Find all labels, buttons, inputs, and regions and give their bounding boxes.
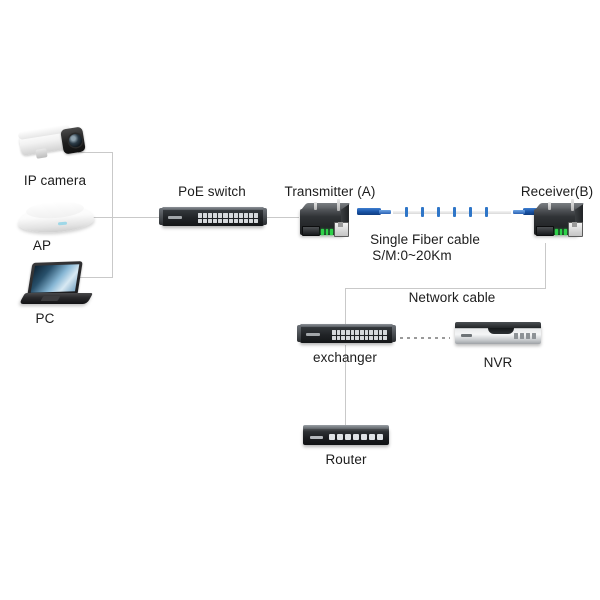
poe-switch-right-ear — [263, 208, 267, 225]
fiber-core-icon — [393, 210, 511, 214]
receiver-rj45-port-icon — [568, 222, 583, 237]
receiver-led-row-icon — [555, 229, 567, 235]
poe-switch-top-edge — [162, 207, 264, 210]
label-exchanger: exchanger — [313, 350, 377, 365]
fiber-clip-4 — [453, 207, 456, 217]
label-transmitter: Transmitter (A) — [284, 184, 376, 199]
fiber-clip-5 — [469, 207, 472, 217]
poe-switch-port-bank-icon — [198, 213, 258, 223]
exchanger-logo-icon — [306, 332, 320, 336]
link-ip-camera-to-bracket — [78, 152, 112, 153]
transmitter-rj45-port-icon — [334, 222, 349, 237]
device-router[interactable] — [303, 425, 389, 446]
camera-mount-icon — [35, 148, 48, 159]
device-access-point[interactable] — [17, 198, 98, 238]
bracket-vertical-left — [112, 152, 113, 278]
label-router: Router — [325, 452, 367, 467]
link-down-to-exchanger — [345, 288, 346, 325]
exchanger-right-ear — [392, 325, 396, 342]
fiber-ferrule-left-icon — [379, 209, 391, 214]
poe-switch-left-ear — [159, 208, 163, 225]
device-transmitter[interactable] — [296, 199, 354, 241]
device-ip-camera[interactable] — [14, 118, 94, 166]
label-nvr: NVR — [483, 355, 513, 370]
device-poe-switch[interactable] — [159, 207, 267, 226]
transmitter-fin-right-icon — [337, 199, 340, 211]
device-receiver[interactable] — [530, 199, 588, 241]
link-network-cable-horizontal — [345, 288, 546, 289]
nvr-logo-icon — [461, 334, 472, 337]
transmitter-fin-left-icon — [314, 202, 317, 210]
label-fiber-cable-line1: Single Fiber cable — [370, 232, 480, 247]
label-receiver: Receiver(B) — [520, 184, 594, 199]
device-pc[interactable] — [18, 261, 102, 310]
label-network-cable: Network cable — [408, 290, 496, 305]
label-fiber-cable-line2: S/M:0~20Km — [372, 248, 452, 263]
access-point-led-icon — [57, 221, 68, 226]
nvr-top-edge — [455, 322, 541, 328]
exchanger-chassis-icon — [297, 324, 396, 343]
label-ip-camera: IP camera — [23, 173, 87, 188]
exchanger-left-ear — [297, 325, 301, 342]
nvr-button-row-icon — [514, 333, 536, 339]
poe-switch-logo-icon — [168, 215, 182, 219]
laptop-touchpad-icon — [40, 295, 61, 301]
label-poe-switch: PoE switch — [178, 184, 246, 199]
single-fiber-cable-icon — [357, 207, 547, 217]
nvr-chassis-icon — [455, 324, 541, 344]
link-exchanger-to-router — [345, 345, 346, 425]
receiver-fin-left-icon — [548, 202, 551, 210]
link-exchanger-to-nvr-dotted — [398, 337, 450, 339]
fiber-clip-6 — [485, 207, 488, 217]
fiber-ferrule-right-icon — [513, 209, 525, 214]
link-pc-to-bracket — [80, 277, 112, 278]
exchanger-top-edge — [300, 324, 393, 327]
label-pc: PC — [35, 311, 55, 326]
fiber-clip-1 — [405, 207, 408, 217]
router-port-row-icon — [329, 434, 383, 440]
device-exchanger[interactable] — [297, 324, 396, 343]
receiver-fin-right-icon — [571, 199, 574, 211]
link-receiver-down — [545, 243, 546, 289]
poe-switch-chassis-icon — [159, 207, 267, 226]
fiber-clip-2 — [421, 207, 424, 217]
transmitter-sfp-port-icon — [302, 226, 320, 236]
router-logo-icon — [310, 436, 323, 439]
device-nvr[interactable] — [455, 322, 541, 346]
laptop-screen-icon — [30, 263, 80, 293]
nvr-vent-icon — [488, 328, 514, 334]
link-poe-switch-to-transmitter — [265, 217, 299, 218]
label-ap: AP — [32, 238, 52, 253]
router-top-edge — [303, 425, 389, 429]
receiver-sfp-port-icon — [536, 226, 554, 236]
exchanger-port-bank-icon — [332, 330, 387, 340]
transmitter-led-row-icon — [321, 229, 333, 235]
fiber-connector-left-icon — [357, 208, 381, 215]
fiber-clip-3 — [437, 207, 440, 217]
link-ap-to-poe-switch — [83, 217, 161, 218]
